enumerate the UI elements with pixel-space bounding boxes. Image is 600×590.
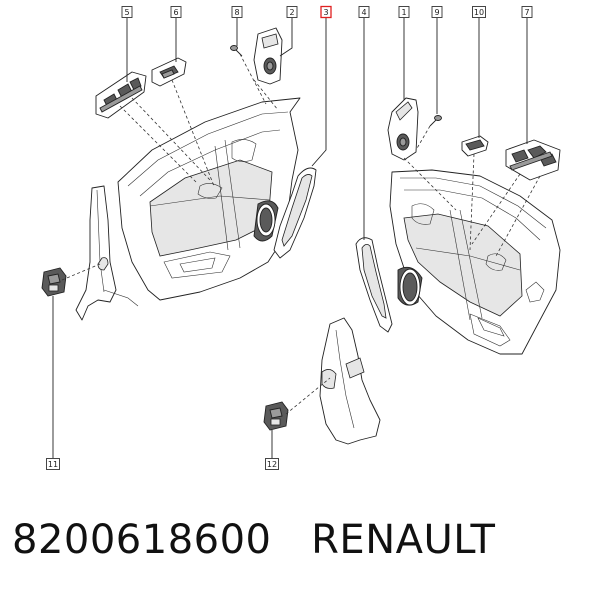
callout-box-11 [46, 458, 60, 470]
callout-label-3: 3 [323, 8, 328, 17]
callout-5: 5 [121, 6, 133, 18]
callout-12: 12 [265, 458, 279, 470]
callout-2: 2 [286, 6, 298, 18]
callout-box-4 [358, 6, 370, 18]
exploded-parts-diagram: 5 6 8 2 3 4 1 9 10 7 11 12 [41, 5, 561, 470]
center-pillar-trim [319, 317, 381, 445]
leader-lines [52, 18, 528, 458]
part-8-screw [230, 45, 243, 57]
callout-box-12 [265, 458, 279, 470]
callout-label-4: 4 [361, 8, 366, 17]
callout-label-12: 12 [267, 460, 277, 469]
callout-label-2: 2 [289, 8, 294, 17]
callout-11: 11 [46, 458, 60, 470]
callout-box-7 [521, 6, 533, 18]
callout-box-8 [231, 6, 243, 18]
callout-box-5 [121, 6, 133, 18]
part-9-screw [429, 115, 442, 127]
callout-3: 3 [320, 5, 332, 19]
callout-label-1: 1 [401, 8, 406, 17]
callout-label-7: 7 [524, 8, 529, 17]
callout-6: 6 [170, 6, 182, 18]
part-6-window-switch [151, 57, 187, 87]
part-12-mirror-switch [263, 401, 289, 431]
callout-label-11: 11 [48, 460, 58, 469]
right-door-panel [389, 169, 561, 355]
callout-label-6: 6 [173, 8, 178, 17]
callout-box-9 [431, 6, 443, 18]
callout-4: 4 [358, 6, 370, 18]
callout-1: 1 [398, 6, 410, 18]
callout-box-1 [398, 6, 410, 18]
part-3-left-armrest-trim [273, 167, 317, 259]
part-caption: 8200618600 RENAULT [12, 517, 496, 563]
callout-box-10 [472, 6, 486, 18]
part-10-window-switch [461, 135, 489, 157]
part-7-window-switch-panel [505, 139, 561, 181]
part-11-mirror-switch [41, 267, 67, 297]
callout-labels: 5 6 8 2 3 4 1 9 10 7 11 12 [46, 5, 533, 470]
callout-box-2 [286, 6, 298, 18]
assembly-dashed-lines [61, 53, 541, 415]
left-door-panel [117, 97, 301, 301]
callout-8: 8 [231, 6, 243, 18]
callout-box-3 [320, 5, 332, 19]
part-2-tweeter-cover [253, 27, 283, 85]
callout-9: 9 [431, 6, 443, 18]
callout-label-9: 9 [434, 8, 439, 17]
callout-box-6 [170, 6, 182, 18]
callout-10: 10 [472, 6, 486, 18]
part-1-tweeter-cover [387, 97, 419, 161]
callout-label-10: 10 [474, 8, 484, 17]
left-pillar-trim [75, 185, 139, 321]
callout-label-8: 8 [234, 8, 239, 17]
callout-7: 7 [521, 6, 533, 18]
part-5-window-switch-panel [95, 71, 147, 119]
part-4-right-armrest-trim [355, 237, 393, 333]
callout-label-5: 5 [124, 8, 129, 17]
